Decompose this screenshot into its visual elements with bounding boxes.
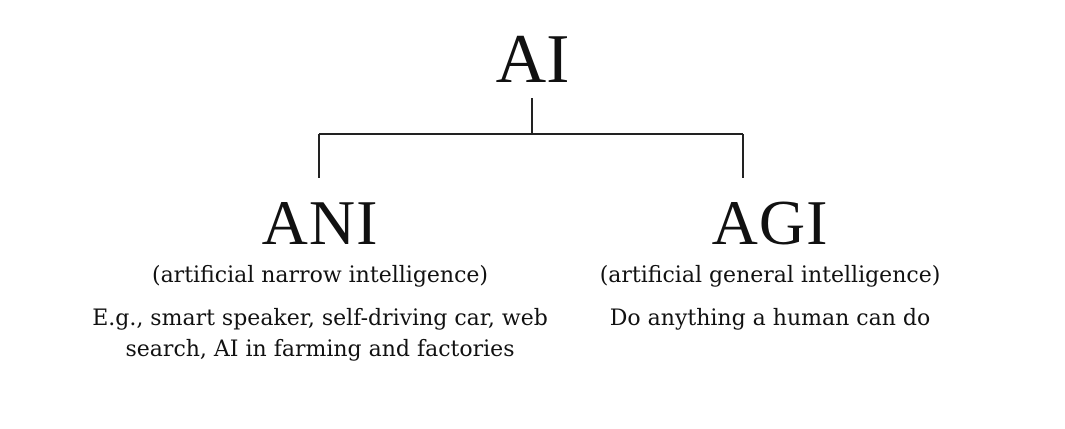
ani-description: E.g., smart speaker, self-driving car, w… — [92, 306, 548, 362]
ani-title: ANI — [261, 187, 379, 258]
agi-description: Do anything a human can do — [609, 306, 931, 331]
root-node-ai: AI — [495, 21, 570, 98]
agi-title: AGI — [711, 187, 829, 258]
child-node-ani: ANI (artificial narrow intelligence) E.g… — [80, 185, 560, 365]
ani-subtitle: (artificial narrow intelligence) — [151, 263, 489, 288]
child-node-agi: AGI (artificial general intelligence) Do… — [560, 185, 980, 334]
agi-subtitle: (artificial general intelligence) — [599, 263, 941, 288]
